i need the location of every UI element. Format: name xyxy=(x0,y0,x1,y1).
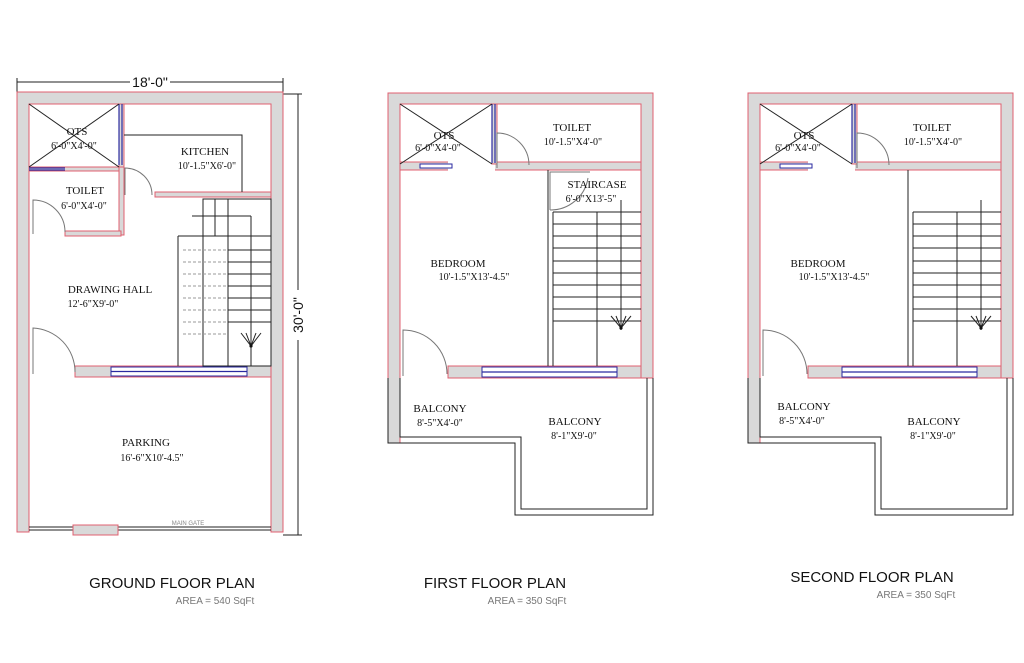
drawing-hall-label: DRAWING HALL xyxy=(68,284,153,296)
first-floor-plan: OTS 6'-0"X4'-0" TOILET 10'-1.5"X4'-0" ST… xyxy=(387,92,654,607)
staircase xyxy=(547,170,641,366)
ots-label: OTS xyxy=(434,130,455,142)
staircase-label: STAIRCASE xyxy=(567,179,626,191)
balcony-railing xyxy=(747,378,1014,516)
depth-dimension-label: 30'-0" xyxy=(290,297,306,333)
parking-label: PARKING xyxy=(122,437,170,449)
parking-size: 16'-6"X10'-4.5" xyxy=(120,453,183,464)
drawing-hall-size: 12'-6"X9'-0" xyxy=(68,299,119,310)
second-floor-area: AREA = 350 SqFt xyxy=(877,590,956,601)
balcony-right-label: BALCONY xyxy=(548,416,601,428)
toilet-door[interactable] xyxy=(856,132,890,168)
bedroom-door[interactable] xyxy=(762,329,808,376)
toilet-bottom-wall xyxy=(399,161,642,171)
ots-label: OTS xyxy=(67,126,88,138)
width-dimension-label: 18'-0" xyxy=(132,74,168,90)
ots-shaft xyxy=(759,103,853,165)
balcony-railing xyxy=(387,378,654,516)
balcony-left-label: BALCONY xyxy=(413,403,466,415)
second-floor-plan: OTS 6'-0"X4'-0" TOILET 10'-1.5"X4'-0" BE… xyxy=(747,92,1014,601)
toilet-label: TOILET xyxy=(553,122,592,134)
outer-wall xyxy=(16,91,284,533)
toilet-wall xyxy=(118,166,125,236)
ots-label: OTS xyxy=(794,130,815,142)
ots-shaft xyxy=(28,103,120,168)
staircase-door[interactable] xyxy=(549,171,590,211)
balcony-left-label: BALCONY xyxy=(777,401,830,413)
staircase xyxy=(907,170,1001,366)
first-floor-title: FIRST FLOOR PLAN xyxy=(424,575,566,592)
width-dimension: 18'-0" xyxy=(16,74,284,94)
ots-size: 6'-0"X4'-0" xyxy=(51,141,97,152)
ots-size: 6'-0"X4'-0" xyxy=(775,143,821,154)
balcony-left-size: 8'-5"X4'-0" xyxy=(779,416,825,427)
staircase-size: 6'-0"X13'-5" xyxy=(566,194,617,205)
staircase xyxy=(177,198,272,367)
toilet-label: TOILET xyxy=(66,185,105,197)
toilet-size: 6'-0"X4'-0" xyxy=(61,201,107,212)
kitchen-size: 10'-1.5"X6'-0" xyxy=(178,161,236,172)
balcony-right-size: 8'-1"X9'-0" xyxy=(910,431,956,442)
ots-size: 6'-0"X4'-0" xyxy=(415,143,461,154)
balcony-right-label: BALCONY xyxy=(907,416,960,428)
ground-floor-plan: 18'-0" 30'-0" xyxy=(16,74,306,607)
toilet-door[interactable] xyxy=(496,132,530,168)
kitchen-label: KITCHEN xyxy=(181,146,229,158)
bedroom-size: 10'-1.5"X13'-4.5" xyxy=(439,272,510,283)
balcony-right-size: 8'-1"X9'-0" xyxy=(551,431,597,442)
depth-dimension: 30'-0" xyxy=(283,93,306,536)
kitchen-bottom-wall xyxy=(154,191,272,198)
toilet-door[interactable] xyxy=(32,199,66,234)
ots-shaft xyxy=(399,103,493,165)
ground-floor-area: AREA = 540 SqFt xyxy=(176,596,255,607)
main-gate-label: MAIN GATE xyxy=(172,521,205,527)
bedroom-door[interactable] xyxy=(402,329,448,376)
toilet-bottom-wall xyxy=(64,230,122,237)
bedroom-label: BEDROOM xyxy=(790,258,845,270)
toilet-bottom-wall xyxy=(759,161,1002,171)
toilet-size: 10'-1.5"X4'-0" xyxy=(904,137,962,148)
hall-door[interactable] xyxy=(32,327,76,374)
main-gate xyxy=(72,524,119,536)
bedroom-size: 10'-1.5"X13'-4.5" xyxy=(799,272,870,283)
kitchen-door[interactable] xyxy=(124,167,153,196)
toilet-label: TOILET xyxy=(913,122,952,134)
balcony-left-size: 8'-5"X4'-0" xyxy=(417,418,463,429)
second-floor-title: SECOND FLOOR PLAN xyxy=(790,569,953,586)
ground-floor-title: GROUND FLOOR PLAN xyxy=(89,575,255,592)
first-floor-area: AREA = 350 SqFt xyxy=(488,596,567,607)
toilet-size: 10'-1.5"X4'-0" xyxy=(544,137,602,148)
bedroom-label: BEDROOM xyxy=(430,258,485,270)
